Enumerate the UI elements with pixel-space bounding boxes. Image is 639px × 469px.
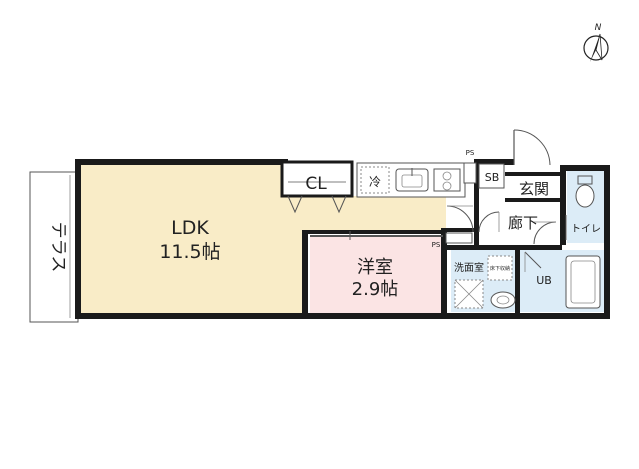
- gas-stove-icon: [433, 168, 461, 192]
- ldk-door: [446, 205, 474, 233]
- toilet-fixture: [575, 175, 595, 208]
- terrace-label: テラス: [48, 222, 68, 273]
- floor-storage: [487, 255, 513, 281]
- hallway-label: 廊下: [508, 214, 538, 232]
- shoe-box: [478, 163, 505, 189]
- washroom-label: 洗面室: [454, 261, 484, 274]
- ldk-floor: [80, 163, 306, 315]
- exterior-walls: [75, 159, 610, 319]
- ps-mid-label: PS: [432, 241, 441, 249]
- unit-bath-label: UB: [536, 274, 552, 287]
- hallway-doors: [478, 211, 557, 245]
- interior-walls: [302, 159, 562, 318]
- floor-storage-label: 床下収納: [490, 265, 510, 272]
- toilet-label: トイレ: [571, 224, 601, 235]
- terrace-area: [29, 171, 79, 323]
- entrance-label: 玄関: [519, 180, 549, 198]
- ldk-size: 11.5帖: [159, 241, 220, 263]
- ps-top-label: PS: [466, 149, 475, 157]
- entrance-door: [513, 129, 551, 166]
- ldk-label: LDK: [171, 217, 209, 239]
- shoe-box-label: SB: [485, 171, 500, 184]
- western-room-sliding-door: [310, 231, 443, 240]
- western-room-size: 2.9帖: [352, 279, 399, 300]
- fridge-icon: 冷: [369, 175, 381, 189]
- ps-top: [463, 162, 477, 184]
- western-room-label: 洋室: [357, 257, 393, 278]
- washing-machine-icon: [454, 279, 484, 309]
- closet-label: CL: [305, 174, 327, 194]
- closet: [280, 160, 354, 214]
- ps-mid: [445, 232, 473, 244]
- north-label: N: [595, 23, 602, 33]
- bathtub-icon: [565, 255, 601, 309]
- wash-basin-icon: [490, 291, 516, 309]
- kitchen-floor: [306, 196, 446, 231]
- western-room-floor: [310, 236, 443, 313]
- north-arrow-icon: [583, 33, 609, 62]
- kitchen-sink-icon: [395, 168, 429, 192]
- bath-door: [524, 251, 542, 272]
